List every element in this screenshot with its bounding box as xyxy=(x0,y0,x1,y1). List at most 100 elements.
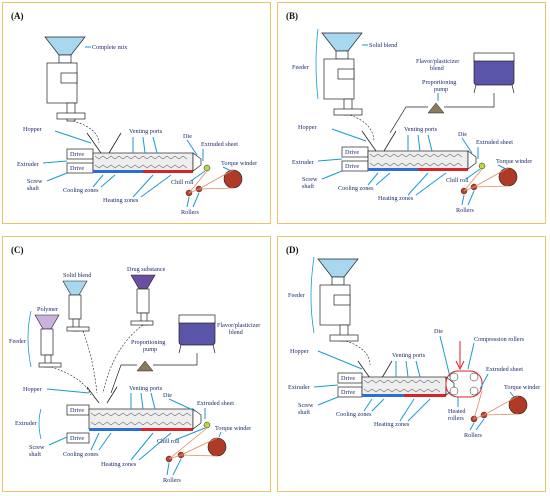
label-feeder: Feeder xyxy=(288,292,305,299)
label-die: Die xyxy=(183,133,192,140)
label-shaft: shaft xyxy=(298,409,310,416)
label-polymer: Polymer xyxy=(37,306,58,313)
label-torque-winder: Torque winder xyxy=(215,425,251,432)
panel-b-diagram: (B) Feeder Solid blend Flavor/plasticize… xyxy=(286,11,532,214)
label-hopper: Hopper xyxy=(298,124,317,131)
label-torque-winder: Torque winder xyxy=(221,160,257,167)
panel-a-diagram: (A) Complete mix Hopper Drive Drive Extr… xyxy=(11,11,257,216)
label-die: Die xyxy=(163,392,172,399)
label-drive-top: Drive xyxy=(70,407,84,414)
feeder-assembly xyxy=(44,36,86,122)
label-heated-2: rollers xyxy=(448,415,464,422)
label-rollers: Rollers xyxy=(163,477,181,484)
label-shaft: shaft xyxy=(302,183,314,190)
label-flavor-2: blend xyxy=(430,65,445,72)
label-chill-roll: Chill roll xyxy=(446,177,469,184)
label-feeder: Feeder xyxy=(292,64,309,71)
torque-winder xyxy=(223,169,243,189)
label-heating-zones: Heating zones xyxy=(103,197,139,204)
label-drive-top: Drive xyxy=(341,375,355,382)
flavor-tank xyxy=(178,314,216,354)
label-hopper: Hopper xyxy=(23,386,42,393)
label-extruded-sheet: Extruded sheet xyxy=(201,141,238,148)
panel-d: (D) Feeder Hopper Drive Drive Extruder S… xyxy=(277,236,546,492)
chill-roll xyxy=(478,162,486,170)
label-heated-1: Heated xyxy=(448,408,466,415)
label-drive-top: Drive xyxy=(70,151,84,158)
label-heating-zones: Heating zones xyxy=(101,461,137,468)
label-extruder: Extruder xyxy=(292,159,314,166)
label-pump-2: pump xyxy=(143,346,157,353)
panel-b: (B) Feeder Solid blend Flavor/plasticize… xyxy=(277,2,546,224)
label-complete-mix: Complete mix xyxy=(92,44,128,51)
extruder-barrel xyxy=(66,404,202,444)
label-venting-ports: Venting ports xyxy=(129,128,163,135)
label-extruded-sheet: Extruded sheet xyxy=(197,400,234,407)
label-screw: Screw xyxy=(27,178,43,185)
label-hopper: Hopper xyxy=(23,126,42,133)
panel-title: (A) xyxy=(11,11,24,21)
hopper-funnel xyxy=(86,132,122,154)
label-chill-roll: Chill roll xyxy=(157,438,180,445)
label-screw: Screw xyxy=(302,176,318,183)
label-pump-1: Proportioning xyxy=(131,339,165,346)
torque-winder xyxy=(498,167,518,187)
compression-rollers xyxy=(445,341,483,398)
extruder-barrel xyxy=(341,146,477,172)
label-rollers: Rollers xyxy=(464,432,482,439)
label-shaft: shaft xyxy=(27,185,39,192)
label-extruded-sheet: Extruded sheet xyxy=(486,366,523,373)
panel-title: (B) xyxy=(286,11,298,21)
extruder-barrel xyxy=(66,148,202,174)
panel-title: (C) xyxy=(11,245,24,255)
label-extruder: Extruder xyxy=(288,384,310,391)
label-extruder: Extruder xyxy=(15,420,37,427)
panel-c: (C) Solid blend Drug substance Polymer F… xyxy=(2,236,271,492)
feeder-polymer xyxy=(34,314,62,368)
feeder-assembly xyxy=(321,32,363,116)
label-cooling-zones: Cooling zones xyxy=(63,187,99,194)
label-rollers: Rollers xyxy=(181,209,199,216)
proportioning-pump xyxy=(136,360,154,372)
label-pump-2: pump xyxy=(434,86,448,93)
label-venting-ports: Venting ports xyxy=(129,385,163,392)
label-flavor-1: Flavor/plasticizer xyxy=(416,58,459,65)
label-torque-winder: Torque winder xyxy=(504,384,540,391)
label-drive-bottom: Drive xyxy=(70,165,84,172)
label-die: Die xyxy=(434,328,443,335)
flavor-tank xyxy=(473,52,515,94)
torque-winder xyxy=(508,395,528,415)
label-torque-winder: Torque winder xyxy=(496,158,532,165)
panel-a: (A) Complete mix Hopper Drive Drive Extr… xyxy=(2,2,271,224)
chill-roll xyxy=(203,421,211,429)
label-drug-substance: Drug substance xyxy=(127,266,166,273)
label-drive-bottom: Drive xyxy=(345,163,359,170)
panel-d-diagram: (D) Feeder Hopper Drive Drive Extruder S… xyxy=(286,245,540,439)
label-drive-top: Drive xyxy=(345,149,359,156)
label-compression-rollers: Compression rollers xyxy=(474,336,525,343)
label-venting-ports: Venting ports xyxy=(392,352,426,359)
label-screw: Screw xyxy=(298,402,314,409)
label-cooling-zones: Cooling zones xyxy=(338,185,374,192)
label-die: Die xyxy=(458,131,467,138)
feeder-drug xyxy=(130,274,156,326)
label-flavor-2: blend xyxy=(229,329,244,336)
label-chill-roll: Chill roll xyxy=(171,179,194,186)
proportioning-pump xyxy=(427,102,445,114)
label-venting-ports: Venting ports xyxy=(404,126,438,133)
label-rollers: Rollers xyxy=(456,207,474,214)
label-drive-bottom: Drive xyxy=(70,435,84,442)
label-feeder: Feeder xyxy=(9,338,26,345)
label-extruder: Extruder xyxy=(17,161,39,168)
label-drive-bottom: Drive xyxy=(341,389,355,396)
panel-title: (D) xyxy=(286,245,299,255)
label-screw: Screw xyxy=(29,444,45,451)
label-solid-blend: Solid blend xyxy=(369,42,398,49)
label-cooling-zones: Cooling zones xyxy=(63,451,99,458)
panel-c-diagram: (C) Solid blend Drug substance Polymer F… xyxy=(9,245,260,484)
label-pump-1: Proportioning xyxy=(422,79,456,86)
feeder-assembly xyxy=(317,258,359,342)
label-heating-zones: Heating zones xyxy=(378,195,414,202)
feeder-solid xyxy=(62,280,90,332)
label-flavor-1: Flavor/plasticizer xyxy=(217,322,260,329)
